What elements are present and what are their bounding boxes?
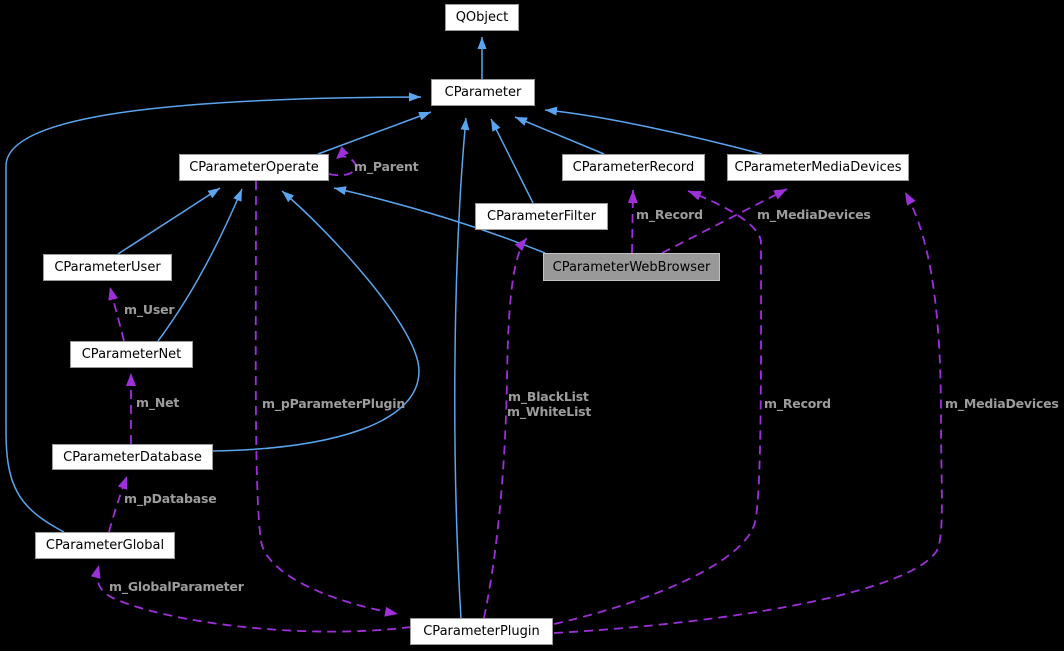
class-node-cparameterwebbrowser-current: CParameterWebBrowser [543, 253, 720, 281]
inheritance-edge-database-to-operate [212, 190, 420, 452]
usage-edge-plugin-to-filter-m-blacklist-whitelist [483, 237, 528, 619]
edge-label-m-record-plugin: m_Record [764, 396, 831, 411]
inheritance-edge-operate-to-cparameter [317, 111, 432, 155]
edge-label-m-net: m_Net [136, 395, 180, 410]
usage-edge-plugin-to-record-m-record [553, 190, 762, 625]
usage-edge-operate-self-m-parent [328, 146, 357, 177]
class-node-cparameternet[interactable]: CParameterNet [70, 341, 193, 368]
usage-edge-global-to-database-m-pdatabase [108, 475, 128, 533]
edge-label-m-blacklist: m_BlackList [508, 389, 589, 404]
usage-edge-operate-to-plugin-m-pparameterplugin [254, 180, 399, 617]
usage-edge-plugin-to-global-m-globalparameter [90, 564, 412, 633]
inheritance-edge-record-to-cparameter [514, 116, 605, 155]
inheritance-edge-filter-to-cparameter [490, 118, 534, 204]
class-node-cparameterplugin[interactable]: CParameterPlugin [410, 618, 553, 645]
edge-label-m-user: m_User [124, 302, 175, 317]
edge-label-m-mediadevices-plugin: m_MediaDevices [945, 396, 1059, 411]
edge-label-m-globalparameter: m_GlobalParameter [109, 579, 244, 594]
inheritance-edge-global-to-cparameter [5, 92, 422, 533]
usage-edge-webbrowser-to-mediadevices-m-mediadevices [661, 188, 788, 254]
class-node-cparameterrecord[interactable]: CParameterRecord [562, 154, 705, 181]
class-node-cparametermediadevices[interactable]: CParameterMediaDevices [727, 154, 909, 181]
edge-label-m-pdatabase: m_pDatabase [124, 491, 217, 506]
usage-edge-webbrowser-to-record-m-record [627, 189, 638, 254]
inheritance-edge-mediadevices-to-cparameter [544, 106, 763, 155]
class-node-cparameterfilter[interactable]: CParameterFilter [475, 203, 608, 230]
class-node-cparameteruser[interactable]: CParameterUser [43, 254, 172, 281]
edge-label-m-pparameterplugin: m_pParameterPlugin [262, 396, 406, 411]
usage-edge-net-to-user-m-user [108, 286, 125, 342]
edge-label-m-mediadevices-webbrowser: m_MediaDevices [757, 207, 871, 222]
class-node-cparameter[interactable]: CParameter [431, 79, 535, 106]
inheritance-edge-user-to-operate [117, 187, 221, 255]
edge-label-m-record-webbrowser: m_Record [636, 207, 703, 222]
class-node-cparameteroperate[interactable]: CParameterOperate [179, 154, 329, 181]
edge-label-m-whitelist: m_WhiteList [507, 404, 592, 419]
class-node-cparameterglobal[interactable]: CParameterGlobal [35, 532, 175, 559]
class-node-cparameterdatabase[interactable]: CParameterDatabase [52, 444, 213, 470]
class-node-qobject[interactable]: QObject [445, 4, 519, 31]
usage-edge-plugin-to-mediadevices-m-mediadevices [553, 191, 943, 634]
inheritance-edge-plugin-to-cparameter [454, 117, 470, 620]
edge-label-m-parent: m_Parent [354, 159, 419, 174]
inheritance-edge-net-to-operate [157, 188, 243, 342]
